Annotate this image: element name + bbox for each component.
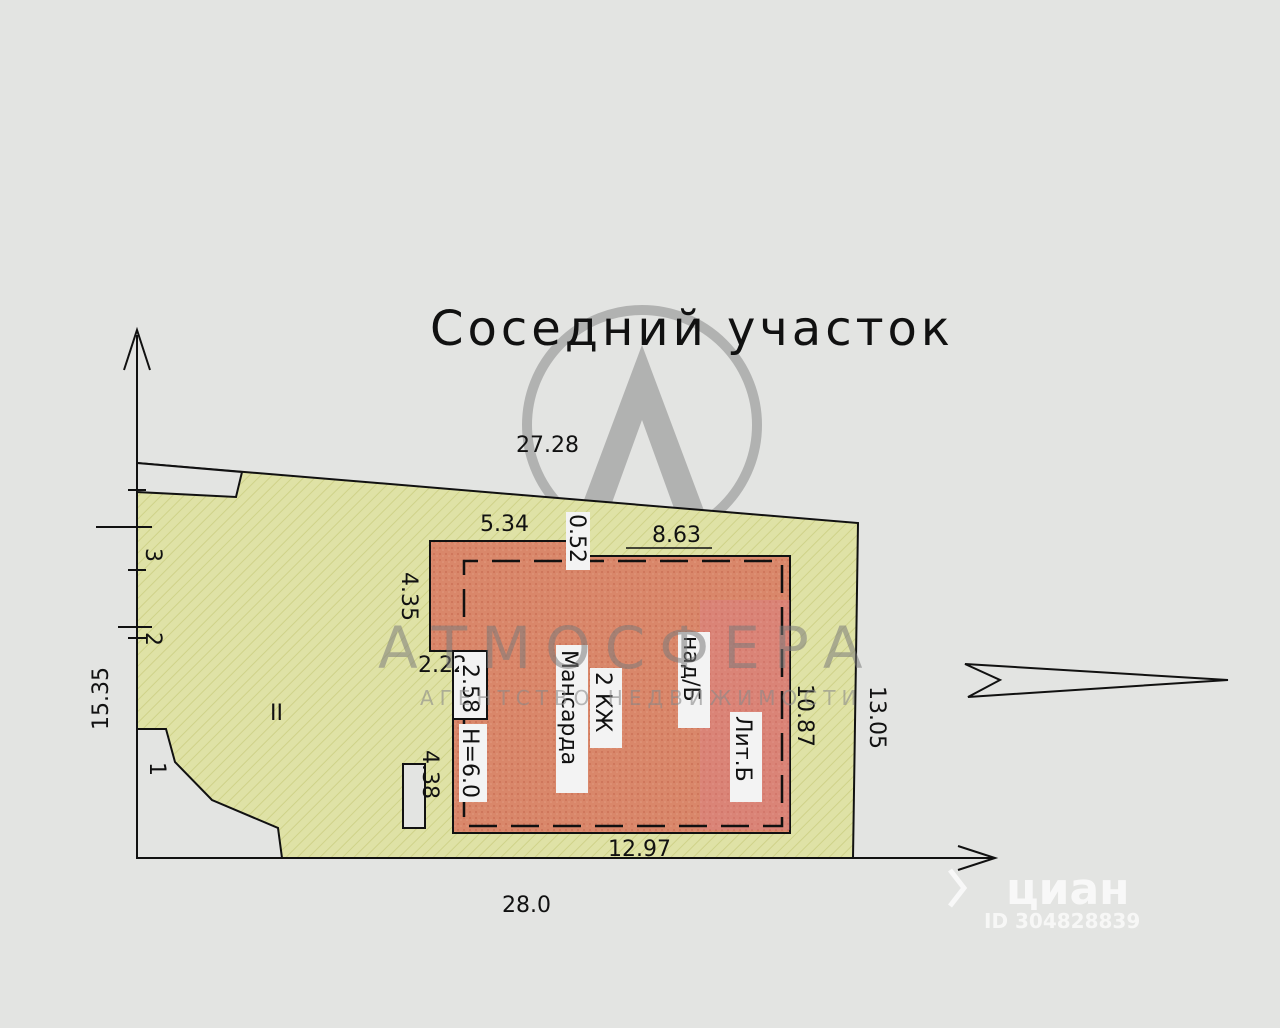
boundary-mark-2: 2 — [140, 632, 165, 646]
boundary-mark-3: 3 — [140, 548, 165, 562]
house-floors-label: 2 КЖ — [590, 672, 615, 733]
north-arrow-icon — [964, 663, 1229, 698]
plot-cutout-top — [136, 461, 244, 499]
watermark-subtitle: АГЕНТСТВО НЕДВИЖИМОСТИ — [420, 686, 862, 710]
dim-house-right: 10.87 — [792, 684, 817, 747]
dim-house-left-small: 2.58 — [457, 664, 482, 713]
dim-house-left-upper: 4.35 — [396, 572, 421, 621]
cian-listing-id: ID 304828839 — [984, 909, 1140, 933]
dim-shed-height: 4.38 — [417, 750, 442, 799]
house-attic-label: Мансарда — [556, 650, 581, 765]
dim-house-step: 2.22 — [418, 653, 467, 678]
dim-house-bottom: 12.97 — [608, 837, 671, 862]
x-axis-arrow-icon — [957, 845, 999, 871]
watermark-brand: АТМОСФЕРА — [378, 614, 877, 682]
boundary-mark-1: 1 — [144, 762, 169, 776]
dim-right-edge: 13.05 — [864, 686, 889, 749]
dim-house-notch: 0.52 — [564, 514, 589, 563]
neighbor-plot-title: Соседний участок — [430, 301, 954, 357]
dim-top-edge: 27.28 — [516, 433, 579, 458]
cian-logo-icon — [948, 868, 968, 908]
y-axis-arrow-icon — [123, 326, 151, 371]
dim-bottom-edge: 28.0 — [502, 893, 551, 918]
attic-outline — [462, 559, 784, 828]
dim-house-top-left: 5.34 — [480, 512, 529, 537]
cian-watermark: циан — [1006, 864, 1130, 915]
house-height-label: H=6.0 — [457, 728, 482, 798]
house-above-label: над/Б — [678, 636, 703, 702]
plot-label: II — [270, 701, 283, 726]
dim-house-top-right: 8.63 — [652, 523, 701, 548]
house-litera-label: Лит.Б — [730, 716, 755, 782]
dim-left-edge: 15.35 — [89, 667, 114, 730]
shed — [402, 763, 426, 829]
